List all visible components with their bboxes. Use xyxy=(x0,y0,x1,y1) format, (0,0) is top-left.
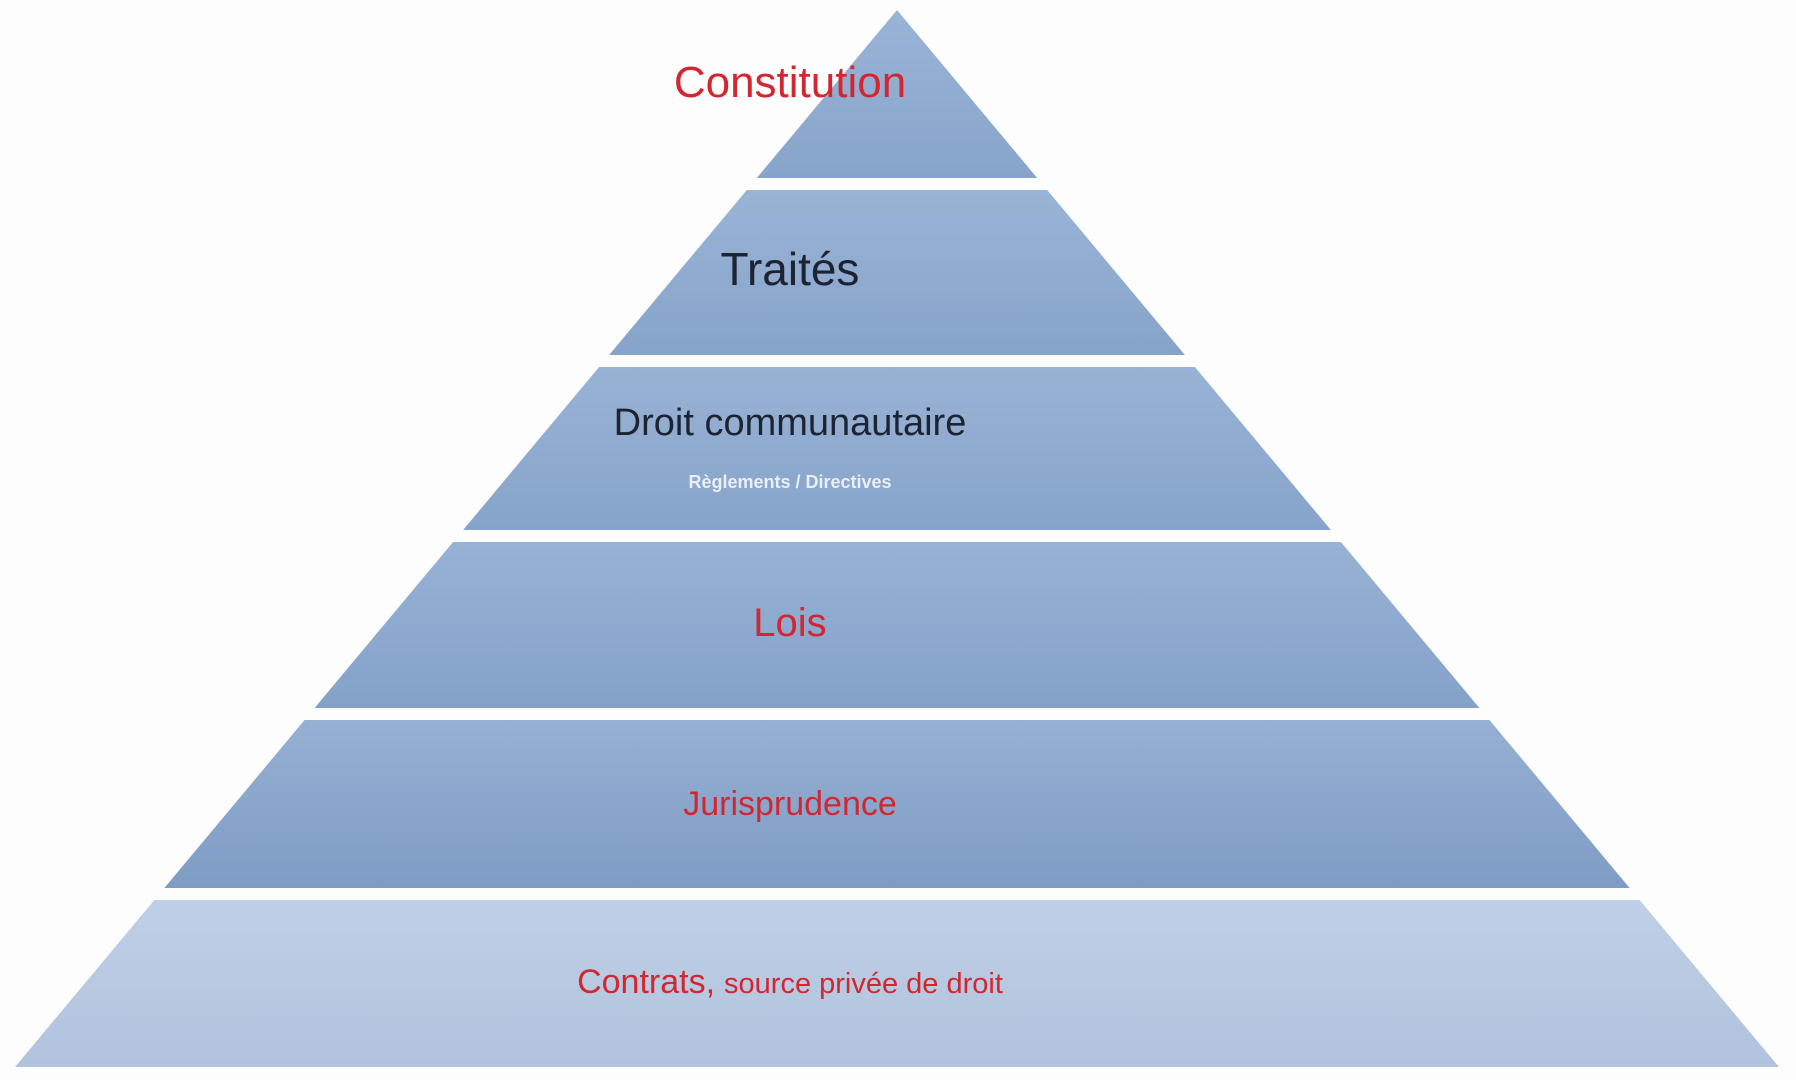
pyramid-band-droit-communautaire xyxy=(15,367,1779,530)
pyramid-band-lois xyxy=(15,542,1779,708)
pyramid-band-contrats xyxy=(15,900,1779,1067)
pyramid-band-constitution xyxy=(15,10,1779,178)
legal-norms-pyramid xyxy=(15,10,1779,1067)
pyramid-band-jurisprudence xyxy=(15,720,1779,888)
pyramid-band-traites xyxy=(15,190,1779,355)
